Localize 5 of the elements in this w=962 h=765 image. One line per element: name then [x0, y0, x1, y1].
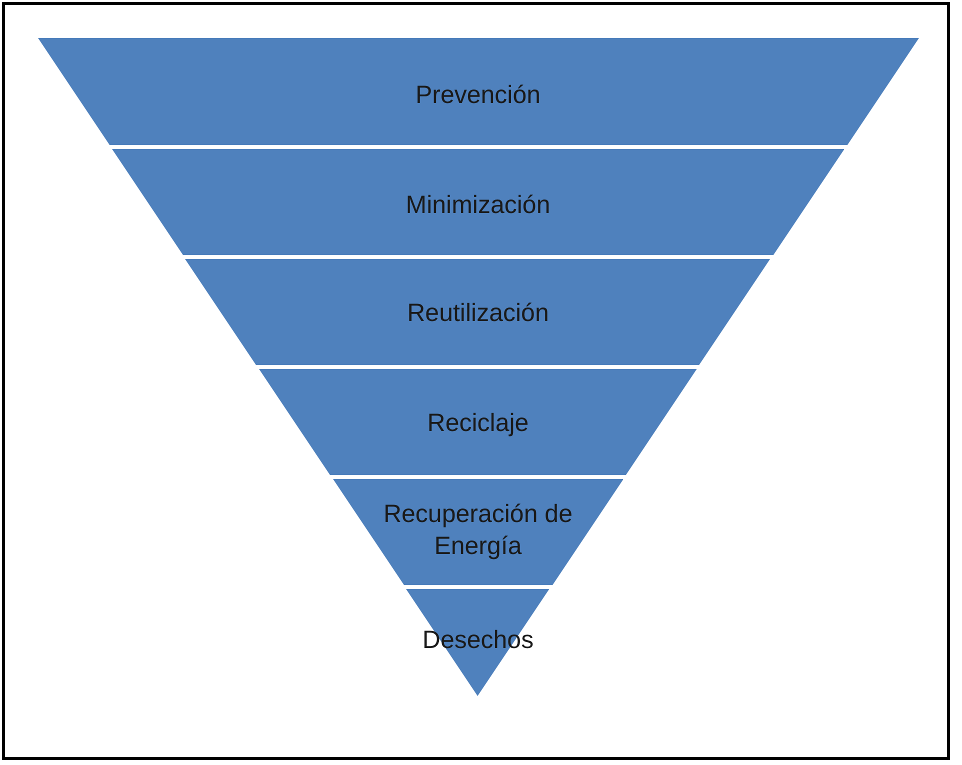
band-label: Prevención [415, 80, 541, 111]
band-label: Recuperación de Energía [382, 499, 573, 562]
band-label: Reutilización [407, 298, 549, 329]
band-label: Minimización [406, 190, 550, 221]
band-label: Reciclaje [427, 408, 529, 439]
